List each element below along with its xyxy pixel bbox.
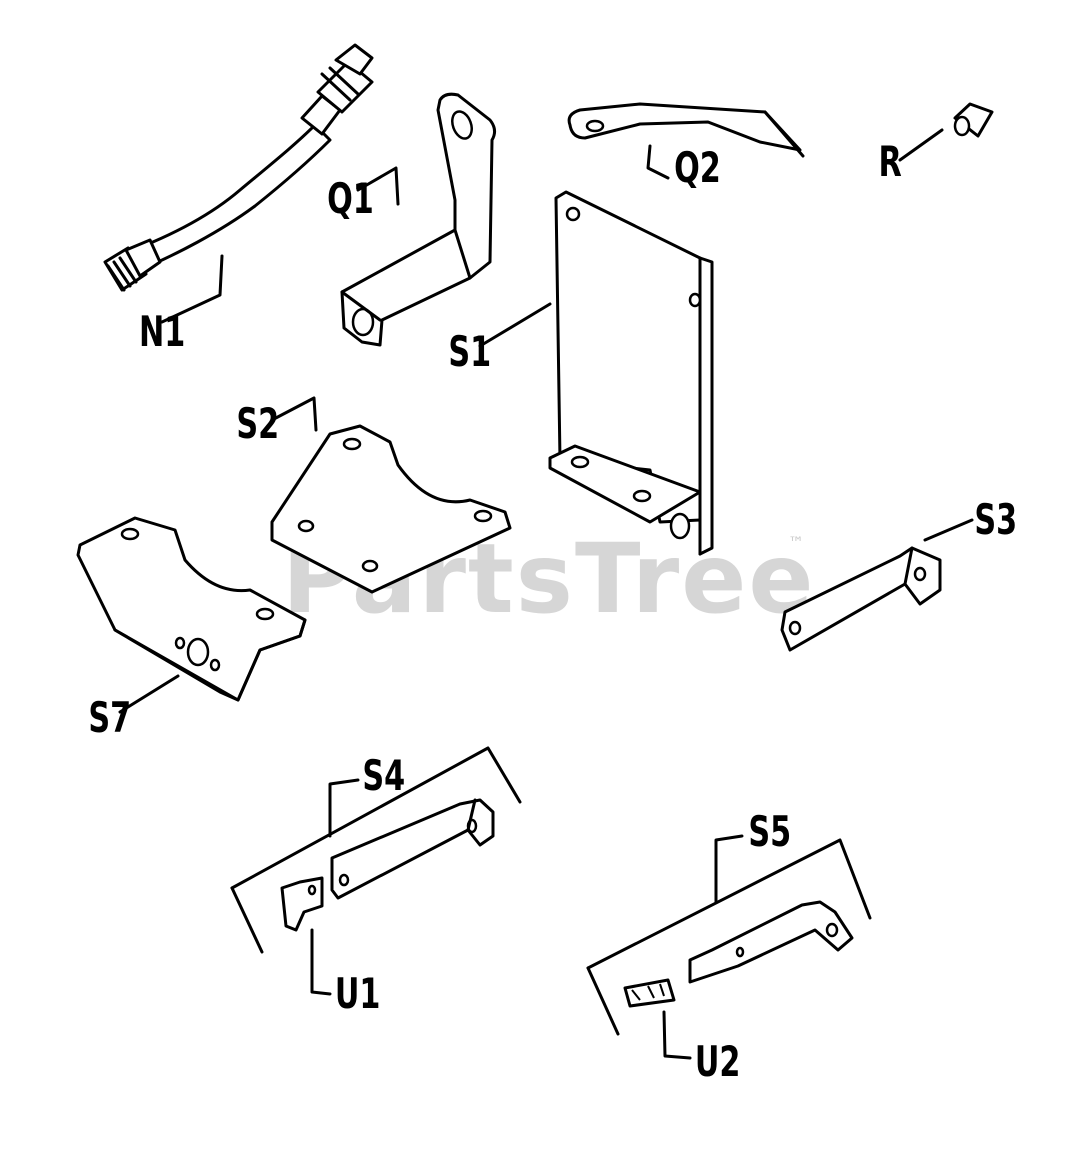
leader-q1 — [356, 166, 400, 206]
s5-group-outline-left — [586, 966, 620, 1036]
part-n1-hose[interactable] — [103, 43, 374, 292]
label-s1: S1 — [448, 327, 491, 376]
watermark-trademark: ™ — [788, 533, 804, 552]
label-s2: S2 — [236, 399, 279, 448]
leader-s1 — [478, 302, 552, 348]
part-s7-block[interactable] — [76, 516, 307, 702]
s4-group-outline-left — [230, 886, 264, 954]
label-n1: N1 — [139, 307, 185, 356]
s5-group-outline — [586, 838, 872, 970]
part-q1-bracket[interactable] — [340, 92, 497, 347]
leader-s5 — [714, 834, 744, 904]
leader-u2 — [662, 1010, 692, 1060]
label-s5: S5 — [748, 807, 791, 856]
part-s4-bracket[interactable] — [330, 798, 495, 900]
s4-group-outline — [230, 746, 522, 890]
part-u1-clip[interactable] — [280, 876, 324, 932]
leader-r — [898, 128, 944, 162]
label-q2: Q2 — [674, 143, 721, 192]
part-s3-bracket[interactable] — [780, 546, 942, 652]
part-s2-plate[interactable] — [270, 424, 512, 594]
part-r-nut[interactable] — [953, 102, 994, 138]
leader-u1 — [310, 928, 332, 996]
part-s1-plate[interactable] — [548, 190, 714, 556]
label-s7: S7 — [88, 693, 131, 742]
label-s3: S3 — [974, 495, 1017, 544]
label-u2: U2 — [695, 1037, 741, 1086]
leader-s4 — [328, 778, 360, 838]
label-r: R — [879, 137, 902, 186]
label-q1: Q1 — [327, 174, 374, 223]
label-u1: U1 — [335, 969, 381, 1018]
part-s5-bracket[interactable] — [688, 900, 854, 984]
leader-n1 — [160, 254, 224, 324]
leader-s3 — [923, 518, 974, 542]
leader-q2 — [646, 144, 670, 180]
leader-s7 — [118, 674, 180, 714]
leader-s2 — [270, 396, 318, 432]
part-u2-clip[interactable] — [623, 978, 676, 1008]
part-q2-bracket[interactable] — [567, 102, 805, 158]
label-s4: S4 — [362, 751, 405, 800]
